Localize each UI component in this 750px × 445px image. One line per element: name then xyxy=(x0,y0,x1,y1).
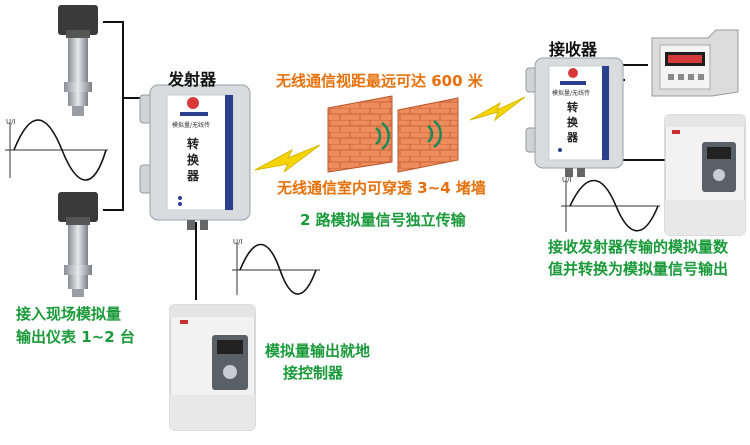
transmitter-box xyxy=(139,84,251,230)
receiver-char: 转 xyxy=(567,101,578,114)
graph-axis-label-right: U/I xyxy=(562,176,572,184)
transmitter-char: 器 xyxy=(187,169,200,183)
wireless-indoor-text: 无线通信室内可穿透 3~4 堵墙 xyxy=(277,179,486,197)
receiver-title: 接收器 xyxy=(549,40,598,59)
transmitter-panel-chars: 转 换 器 xyxy=(187,136,201,184)
pressure-sensor-bottom-icon xyxy=(58,192,98,297)
receiver-char: 器 xyxy=(567,131,578,144)
brick-wall-icon xyxy=(327,95,459,173)
wireless-range-text: 无线通信视距最远可达 600 米 xyxy=(276,72,483,90)
receiver-panel-line: 模拟量/无线传 xyxy=(552,90,591,97)
output-caption-line2: 接控制器 xyxy=(283,364,344,382)
sine-wave-graph-left xyxy=(5,119,108,181)
receiver-char: 换 xyxy=(567,116,578,129)
wireless-signal-icon xyxy=(254,96,526,173)
frequency-inverter-bottom-icon xyxy=(169,304,256,431)
graph-axis-label-middle: U/I xyxy=(233,238,243,246)
graph-axis-label-left: U/I xyxy=(6,118,16,126)
receiver-panel-chars: 转 换 器 xyxy=(567,100,581,145)
sine-wave-graph-right xyxy=(561,179,660,232)
receiver-caption-line1: 接收发射器传输的模拟量数 xyxy=(548,238,729,256)
receiver-caption-line2: 值并转换为模拟量信号输出 xyxy=(548,260,729,278)
panel-meter-icon xyxy=(651,29,739,97)
transmitter-title: 发射器 xyxy=(168,70,217,89)
sine-wave-graph-middle xyxy=(232,242,320,295)
output-caption-line1: 模拟量输出就地 xyxy=(265,342,371,360)
transmitter-panel-line: 模拟量/无线传 xyxy=(172,122,211,129)
transmitter-char: 转 xyxy=(187,137,200,151)
pressure-sensor-top-icon xyxy=(58,5,98,116)
input-caption-line2: 输出仪表 1~2 台 xyxy=(16,328,135,346)
transmitter-char: 换 xyxy=(187,153,200,167)
receiver-box xyxy=(525,57,624,177)
channels-caption: 2 路模拟量信号独立传输 xyxy=(300,211,466,229)
input-caption-line1: 接入现场模拟量 xyxy=(16,305,122,323)
frequency-inverter-right-icon xyxy=(664,114,746,236)
